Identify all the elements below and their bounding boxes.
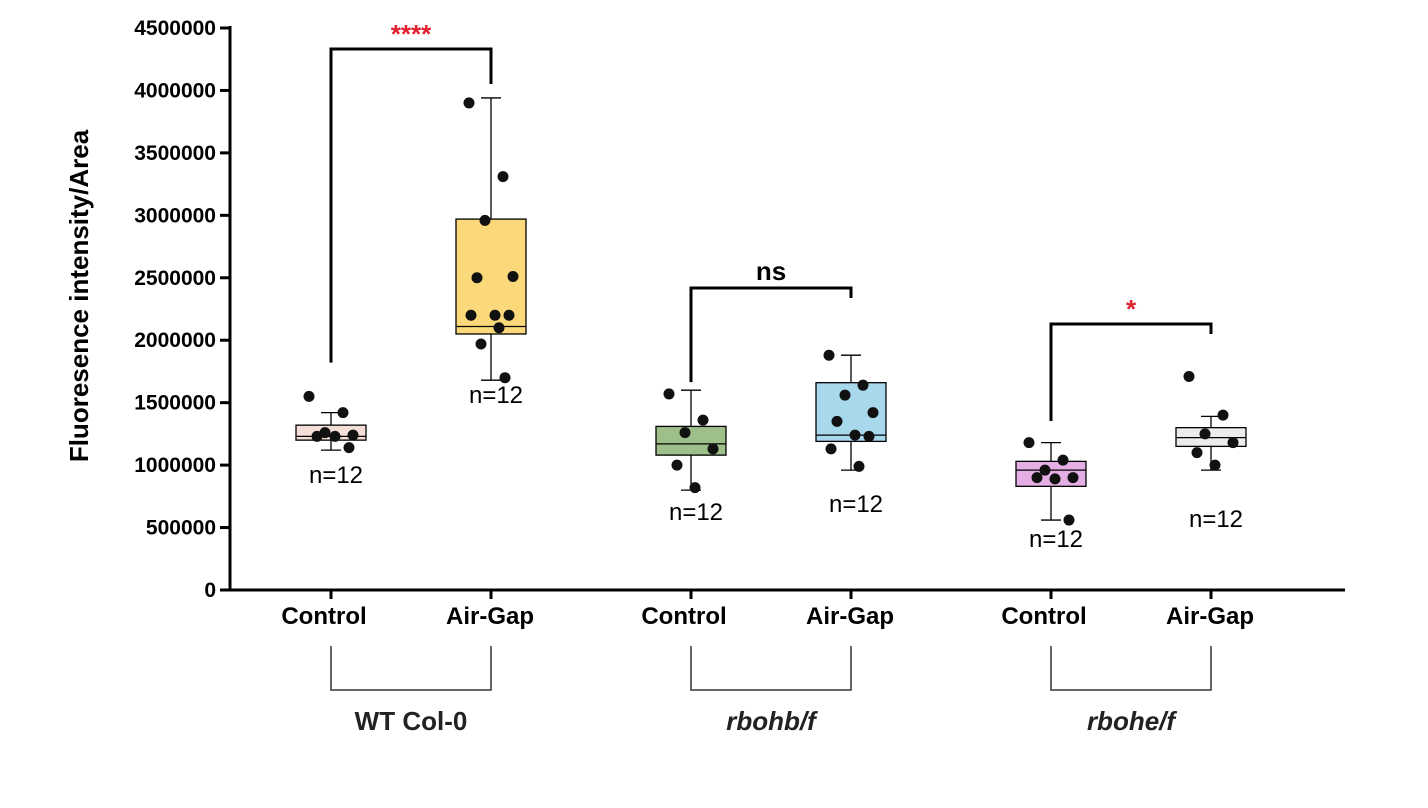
category-label: Control — [641, 603, 726, 630]
data-point — [1191, 447, 1203, 459]
data-point — [867, 407, 879, 419]
data-point — [663, 388, 675, 400]
y-axis-label: Fluoresence intensity/Area — [64, 129, 94, 462]
data-point — [497, 171, 509, 183]
category-label: Air-Gap — [446, 603, 534, 630]
data-point — [343, 442, 355, 454]
data-point — [489, 309, 501, 321]
data-point — [857, 379, 869, 391]
significance-label: * — [1126, 294, 1137, 324]
data-point — [471, 272, 483, 284]
y-tick-label: 0 — [204, 579, 216, 602]
n-label: n=12 — [669, 499, 723, 526]
significance-bracket — [1049, 322, 1213, 421]
y-tick-label: 2000000 — [134, 329, 216, 352]
significance-bracket — [329, 47, 493, 363]
axes-layer: 0 500000 1000000 1500000 2000000 2500000 30000… — [64, 17, 1345, 602]
data-point — [1023, 437, 1035, 449]
data-point — [1209, 459, 1221, 471]
data-point — [337, 407, 349, 419]
data-point — [463, 97, 475, 109]
y-tick-label: 3500000 — [134, 142, 216, 165]
category-label: Air-Gap — [1166, 603, 1254, 630]
data-point — [1031, 472, 1043, 484]
data-point — [849, 429, 861, 441]
n-label: n=12 — [829, 491, 883, 518]
data-point — [311, 430, 323, 442]
n-label: n=12 — [469, 382, 523, 409]
y-tick-label: 1500000 — [134, 392, 216, 415]
data-point — [503, 309, 515, 321]
data-point — [853, 460, 865, 472]
data-point — [329, 430, 341, 442]
group-label: WT Col-0 — [355, 706, 468, 736]
data-point — [707, 443, 719, 455]
data-point — [1199, 428, 1211, 440]
data-point — [823, 349, 835, 361]
data-point — [1049, 473, 1061, 485]
points-layer — [303, 97, 1239, 526]
data-point — [465, 309, 477, 321]
y-tick-label: 4500000 — [134, 17, 216, 40]
data-point — [493, 322, 505, 334]
y-tick-label: 500000 — [146, 517, 216, 540]
n-label: n=12 — [1029, 526, 1083, 553]
data-point — [671, 459, 683, 471]
data-point — [831, 415, 843, 427]
data-point — [1227, 437, 1239, 449]
group-bracket — [330, 646, 492, 691]
group-label: rbohe/f — [1087, 706, 1177, 736]
data-point — [499, 372, 511, 384]
data-point — [303, 390, 315, 402]
data-point — [1183, 370, 1195, 382]
data-point — [679, 427, 691, 439]
data-point — [1067, 472, 1079, 484]
data-point — [839, 389, 851, 401]
data-point — [863, 430, 875, 442]
data-point — [347, 429, 359, 441]
data-point — [697, 414, 709, 426]
y-tick-label: 1000000 — [134, 454, 216, 477]
significance-label: **** — [391, 19, 432, 49]
n-label: n=12 — [1189, 506, 1243, 533]
y-tick-label: 2500000 — [134, 267, 216, 290]
data-point — [1039, 464, 1051, 476]
significance-label: ns — [756, 256, 786, 286]
boxes-layer — [295, 97, 1247, 521]
data-point — [825, 443, 837, 455]
group-bracket — [1050, 646, 1212, 691]
data-point — [689, 482, 701, 494]
category-label: Control — [1001, 603, 1086, 630]
data-point — [1057, 454, 1069, 466]
category-label: Control — [281, 603, 366, 630]
y-tick-label: 4000000 — [134, 79, 216, 102]
category-label: Air-Gap — [806, 603, 894, 630]
n-label: n=12 — [309, 462, 363, 489]
data-point — [475, 338, 487, 350]
y-tick-label: 3000000 — [134, 204, 216, 227]
significance-bracket — [689, 286, 853, 383]
data-point — [1217, 409, 1229, 421]
data-point — [507, 271, 519, 283]
group-label: rbohb/f — [726, 706, 818, 736]
group-bracket — [690, 646, 852, 691]
data-point — [479, 214, 491, 226]
data-point — [1063, 514, 1075, 526]
